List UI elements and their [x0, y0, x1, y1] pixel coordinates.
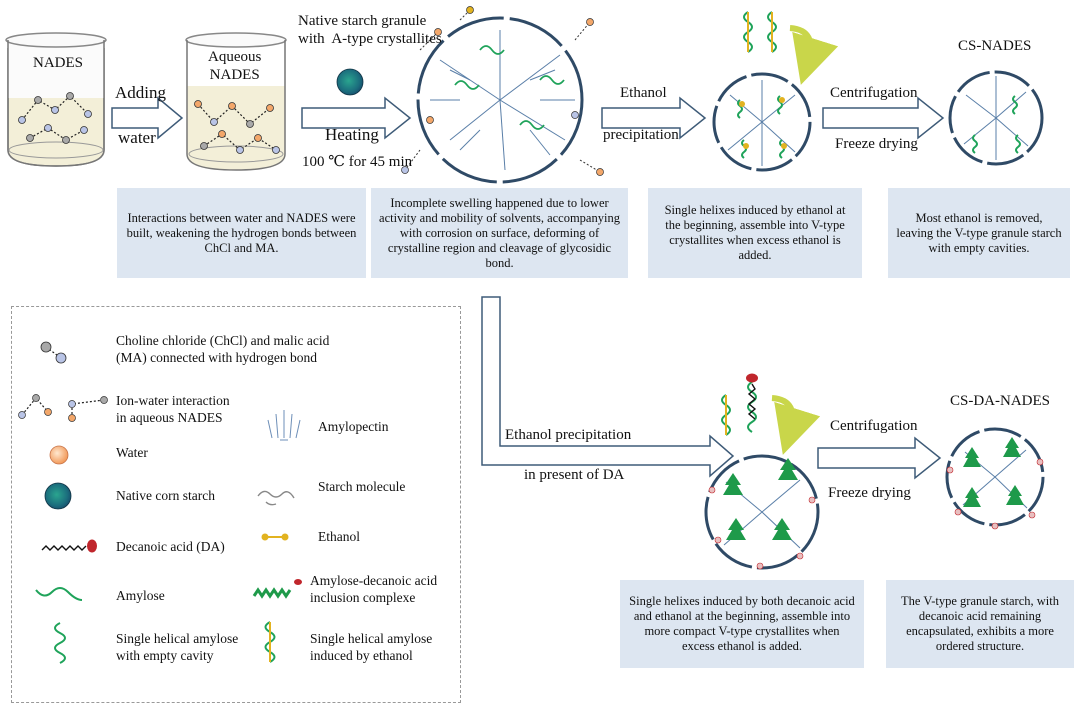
swollen-granule — [401, 6, 604, 184]
caption-single-helixes-ethanol: Single helixes induced by ethanol at the… — [648, 188, 862, 278]
legend-inclusion-complex: Amylose-decanoic acid inclusion complexe — [310, 573, 438, 605]
step-precipitation: precipitation — [603, 127, 679, 143]
caption-interactions: Interactions between water and NADES wer… — [117, 188, 366, 278]
caption-swelling: Incomplete swelling happened due to lowe… — [371, 188, 628, 278]
native-starch-granule — [336, 68, 364, 96]
arrow-centrifugation-bottom — [817, 436, 942, 480]
beaker-nades-label: NADES — [33, 55, 84, 71]
native-granule-label: Native starch granule with A-type crysta… — [298, 13, 442, 47]
legend-panel — [11, 306, 461, 703]
caption-ethanol-removed: Most ethanol is removed, leaving the V-t… — [888, 188, 1070, 278]
step-centrifugation-top: Centrifugation — [830, 85, 918, 101]
cs-nades-title: CS-NADES — [958, 38, 1032, 54]
step-in-present-da: in present of DA — [524, 467, 625, 483]
legend-ion-water: Ion-water interaction in aqueous NADES — [116, 393, 230, 425]
beaker-nades — [5, 32, 107, 167]
legend-icons — [18, 341, 302, 664]
arrow-heating — [301, 96, 412, 140]
granule-ethanol — [712, 72, 812, 172]
legend-ethanol: Ethanol — [318, 529, 360, 544]
granule-cs-nades — [948, 70, 1044, 166]
legend-starch-molecule: Starch molecule — [318, 479, 406, 494]
arrow-centrifugation-top — [822, 96, 945, 140]
legend-amylopectin: Amylopectin — [318, 419, 389, 434]
step-heating: Heating — [325, 125, 379, 144]
step-ethanol: Ethanol — [620, 85, 667, 101]
heating-condition: 100 ℃ for 45 min — [302, 154, 413, 170]
caption-single-helixes-da: Single helixes induced by both decanoic … — [620, 580, 864, 668]
step-adding: Adding — [115, 83, 166, 102]
legend-corn-starch: Native corn starch — [116, 488, 215, 503]
step-ethanol-precip-da: Ethanol precipitation — [505, 427, 632, 443]
beaker-aqueous-label: Aqueous NADES — [208, 49, 262, 83]
legend-helix-empty: Single helical amylose with empty cavity — [116, 631, 239, 663]
granule-cs-da-nades — [945, 427, 1045, 530]
step-centrifugation-bottom: Centrifugation — [830, 418, 918, 434]
cs-da-nades-title: CS-DA-NADES — [950, 393, 1051, 409]
legend-water: Water — [116, 445, 148, 460]
legend-chcl-ma: Choline chloride (ChCl) and malic acid (… — [116, 333, 330, 365]
da-helices — [721, 381, 757, 436]
step-water: water — [118, 128, 156, 147]
arrow-adding-water — [111, 96, 184, 140]
branch-connector — [481, 296, 735, 478]
legend-helix-ethanol: Single helical amylose induced by ethano… — [310, 631, 433, 663]
caption-ordered-structure: The V-type granule starch, with decanoic… — [886, 580, 1074, 668]
granule-da — [704, 454, 820, 570]
legend-amylose: Amylose — [116, 588, 165, 603]
arrow-ethanol-precipitation — [601, 96, 707, 140]
beaker-aqueous-nades — [185, 32, 287, 171]
step-freeze-top: Freeze drying — [835, 136, 918, 152]
step-freeze-bottom: Freeze drying — [828, 485, 911, 501]
legend-decanoic-acid: Decanoic acid (DA) — [116, 539, 225, 554]
